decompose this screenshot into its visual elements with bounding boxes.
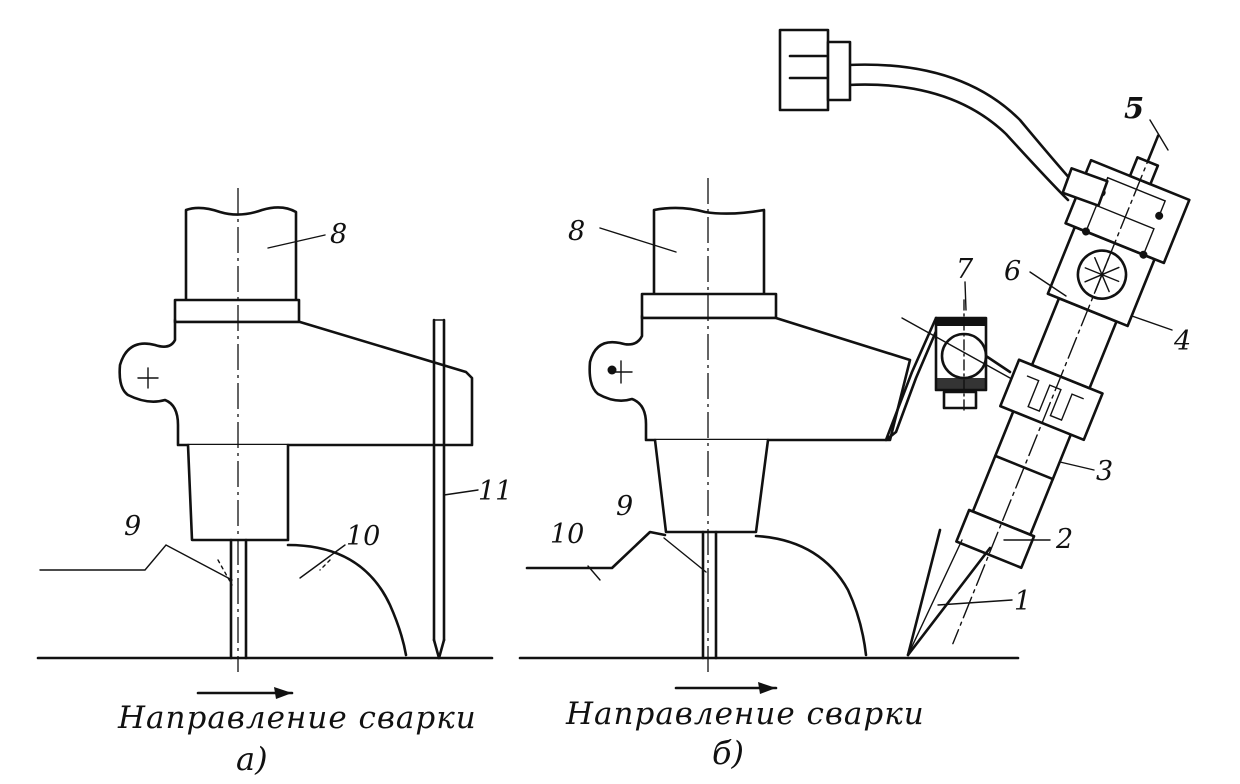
- label-10-b: 10: [550, 519, 584, 550]
- cable-plug: [778, 28, 852, 112]
- direction-arrow-b: [674, 682, 778, 694]
- torch-column-a: [173, 206, 301, 324]
- label-10-a: 10: [346, 521, 380, 552]
- sublabel-b: б): [712, 734, 744, 772]
- label-11-a: 11: [478, 476, 512, 507]
- electrode-9-b: [701, 530, 718, 660]
- torch-column-b: [640, 206, 778, 320]
- gas-shield-10-b: [754, 534, 868, 657]
- torch-body-a: [118, 318, 474, 447]
- electrode-9-a: [217, 538, 248, 660]
- label-2-b: 2: [1055, 524, 1073, 555]
- label-3-b: 3: [1096, 456, 1113, 487]
- label-9-a: 9: [124, 511, 141, 542]
- filler-wire-11-a: [432, 318, 446, 660]
- sublabel-a: а): [236, 740, 268, 778]
- label-1-b: 1: [1014, 586, 1031, 617]
- label-6-b: 6: [1004, 256, 1021, 287]
- inclined-torch-assembly: [952, 134, 1191, 645]
- label-5-b: 5: [1124, 91, 1144, 125]
- direction-arrow-a: [196, 687, 294, 699]
- label-7-b: 7: [956, 254, 974, 285]
- label-8-a: 8: [330, 219, 347, 250]
- ball-joint-7: [901, 299, 1012, 413]
- caption-a: Направление сварки: [117, 700, 477, 736]
- shield-leader-b: [525, 530, 667, 570]
- nozzle-b: [653, 438, 770, 534]
- label-4-b: 4: [1173, 326, 1191, 357]
- figure-b: 8 9 10 7 6 5 4 3 2 1 Направление сварки …: [518, 28, 1191, 772]
- gas-shield-10-a: [286, 543, 408, 657]
- power-cable: [846, 63, 1109, 208]
- torch-body-b: [588, 314, 912, 442]
- figure-a: 8 9 10 11 Направление сварки а): [36, 188, 512, 778]
- label-8-b: 8: [568, 216, 585, 247]
- label-9-b: 9: [616, 491, 633, 522]
- electrode-cone-1: [906, 528, 992, 657]
- caption-b: Направление сварки: [565, 696, 925, 732]
